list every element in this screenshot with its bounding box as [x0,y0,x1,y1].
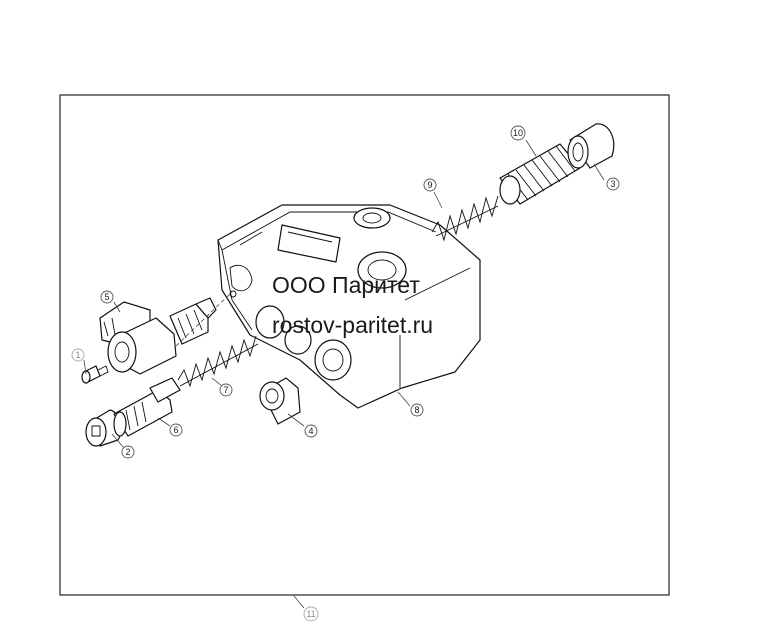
svg-text:2: 2 [125,447,130,457]
callout-6: 6 [169,423,183,437]
callout-7: 7 [219,383,233,397]
callout-4: 4 [304,424,318,438]
svg-text:3: 3 [610,179,615,189]
screw-part-1 [81,365,109,384]
sleeve-part-4 [259,377,301,425]
watermark-company: ООО Паритет [272,272,420,298]
spring-part-7 [177,335,259,388]
spool-part-6 [113,377,181,437]
solenoid-part-5 [99,291,233,375]
svg-text:7: 7 [223,385,228,395]
watermark-website: rostov-paritet.ru [272,312,434,338]
spring-part-9 [431,195,499,242]
svg-text:1: 1 [75,350,80,360]
callout-5: 5 [100,290,114,304]
svg-text:11: 11 [306,609,315,619]
svg-text:5: 5 [104,292,109,302]
valve-body-part-8 [217,204,481,409]
svg-text:9: 9 [427,180,432,190]
callout-11: 11 [303,606,319,622]
callout-8: 8 [410,403,424,417]
bellows-part-10 [499,143,581,205]
callout-3: 3 [606,177,620,191]
svg-text:6: 6 [173,425,178,435]
callout-2: 2 [121,445,135,459]
diagram-frame [59,94,670,596]
svg-text:8: 8 [414,405,419,415]
leader-lines [83,139,605,609]
callout-1: 1 [71,348,85,362]
svg-text:4: 4 [308,426,313,436]
plug-part-2 [85,409,122,447]
callout-9: 9 [423,178,437,192]
callout-10: 10 [510,125,526,141]
cap-part-3 [567,123,615,169]
svg-text:10: 10 [513,128,523,138]
